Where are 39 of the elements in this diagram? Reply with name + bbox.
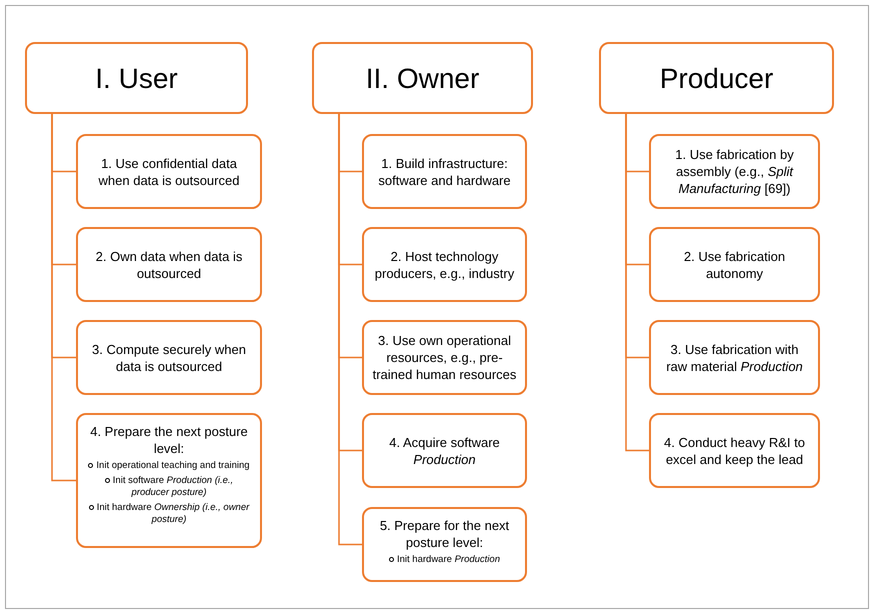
header-box: [25, 42, 248, 114]
header-box: [312, 42, 533, 114]
item-text: 4. Acquire software Production: [388, 434, 501, 468]
header-title: Producer: [660, 62, 774, 96]
item-text: 1. Use fabrication by assembly (e.g., Split Manufacturing [69]): [674, 146, 795, 197]
header-title: II. Owner: [366, 62, 480, 96]
item-box: [362, 227, 527, 302]
item-text: 3. Compute securely when data is outsourced: [91, 340, 247, 374]
item-box: [649, 320, 820, 395]
connector-line: [51, 114, 76, 482]
item-box: [76, 134, 262, 209]
item-text: 1. Use confidential data when data is outsourced: [98, 154, 240, 188]
item-box: [649, 413, 820, 488]
item-text: 3. Use fabrication with raw material Production: [665, 340, 804, 374]
item-box: [362, 320, 527, 395]
item-text: 4. Prepare the next posture level:: [89, 423, 249, 457]
item-box: [362, 134, 527, 209]
bullet-text: Init operational teaching and training: [88, 460, 250, 472]
item-box: [76, 320, 262, 395]
item-box: [649, 227, 820, 302]
item-text: 1. Build infrastructure: software and hardware: [377, 154, 512, 188]
item-text: 5. Prepare for the next posture level:: [378, 517, 510, 551]
item-text: 2. Use fabrication autonomy: [682, 248, 786, 282]
item-text: 4. Conduct heavy R&I to excel and keep the lead: [663, 434, 806, 468]
item-box: [76, 413, 262, 548]
header-box: [599, 42, 834, 114]
item-text: 3. Use own operational resources, e.g., pre-trained human resources: [372, 332, 517, 383]
item-box: [649, 134, 820, 209]
connector-line: [625, 114, 649, 452]
header-title: I. User: [95, 62, 178, 96]
item-text: 2. Host technology producers, e.g., industry: [374, 248, 516, 282]
connector-line: [338, 114, 362, 546]
item-text: 2. Own data when data is outsourced: [94, 248, 244, 282]
item-box: [362, 413, 527, 488]
item-box: [362, 507, 527, 582]
bullet-text: Init hardware Production: [389, 554, 500, 566]
item-box: [76, 227, 262, 302]
bullet-text: Init hardware Ownership (i.e., owner posture): [86, 502, 252, 526]
bullet-text: Init software Production (i.e., producer posture): [86, 475, 252, 499]
